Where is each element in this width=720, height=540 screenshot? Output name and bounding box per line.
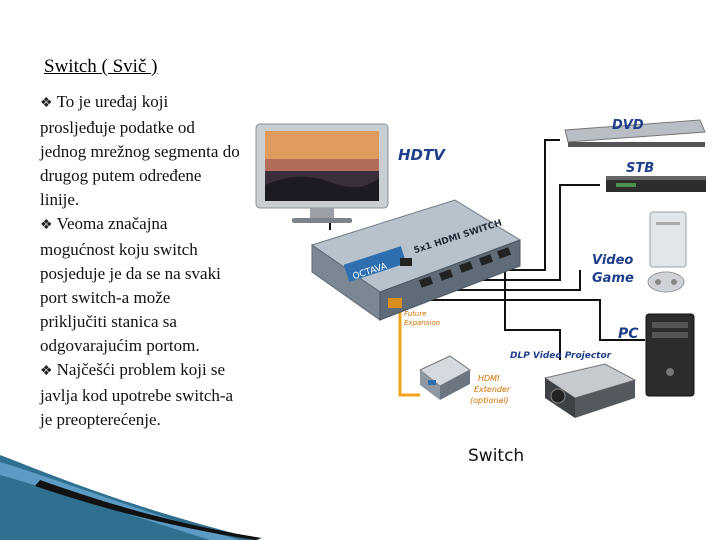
hdmi-extender-device	[419, 355, 471, 400]
cable-pc	[425, 299, 645, 341]
dvd-label: DVD	[612, 118, 644, 133]
video-game-device	[647, 211, 687, 293]
stb-label: STB	[626, 161, 654, 176]
hdtv-label: HDTV	[398, 146, 446, 164]
pc-label: PC	[618, 326, 639, 342]
bullet-item: ❖Veoma značajna mogućnost koju switch po…	[40, 212, 240, 358]
diamond-bullet-icon: ❖	[40, 96, 53, 111]
video-game-label: Video Game	[592, 253, 638, 286]
hdmi-extender-label: HDMI Extender (optional)	[470, 374, 513, 405]
diamond-bullet-icon: ❖	[40, 218, 53, 233]
slide-title: Switch ( Svič )	[44, 56, 158, 77]
bullet-item: ❖Najčešći problem koji se javlja kod upo…	[40, 358, 240, 432]
cable-dvd	[480, 139, 560, 271]
stb-device	[606, 176, 706, 192]
future-expansion-label: Future Expansion	[404, 310, 440, 327]
diagram-caption: Switch	[468, 446, 525, 466]
cables	[329, 139, 645, 397]
projector-device	[543, 363, 637, 418]
pc-device	[645, 313, 695, 397]
cable-future	[398, 300, 420, 397]
cable-game	[440, 270, 581, 291]
bullet-text: Najčešći problem koji se javlja kod upot…	[40, 360, 234, 429]
bullet-text: Veoma značajna mogućnost koju switch pos…	[40, 214, 221, 355]
dvd-device	[564, 119, 706, 147]
diamond-bullet-icon: ❖	[40, 364, 53, 379]
bullet-list: ❖To je uređaj koji prosljeđuje podatke o…	[40, 90, 240, 432]
hdmi-switch-device	[310, 199, 522, 321]
hdtv-device	[255, 123, 389, 223]
bullet-item: ❖To je uređaj koji prosljeđuje podatke o…	[40, 90, 240, 212]
projector-label: DLP Video Projector	[510, 351, 612, 361]
cable-stb	[460, 184, 600, 281]
bullet-text: To je uređaj koji prosljeđuje podatke od…	[40, 92, 240, 209]
cable-projector	[504, 265, 561, 360]
